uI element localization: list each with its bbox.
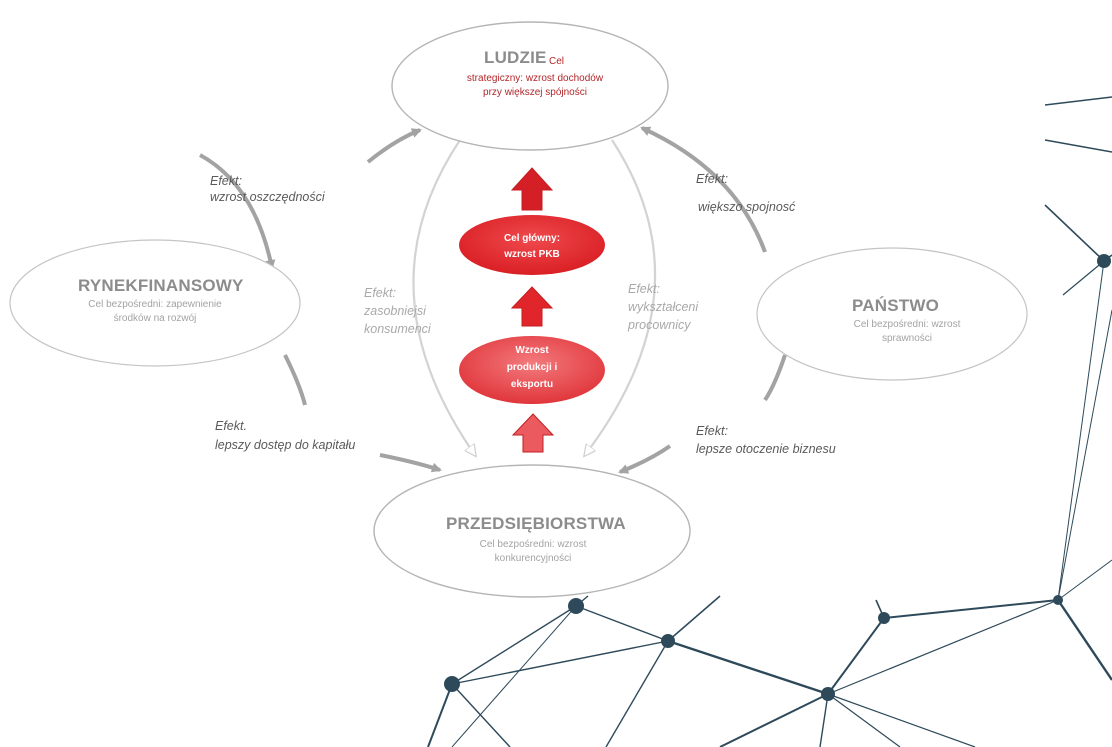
przedsiebiorstwa-title: PRZEDSIĘBIORSTWA [446,514,626,533]
effect-inner-right-label: Efekt: [628,282,660,296]
growth-ellipse [459,336,605,404]
effect-inner-left-line2: konsumenci [364,322,431,336]
node-panstwo [756,247,1028,381]
arrow-up-icon [510,167,554,211]
arrow-up-icon [510,286,554,327]
effect-bottom-left-label: Efekt. [215,419,247,433]
main-goal-line1: Cel główny: [503,233,561,244]
main-goal-line2: wzrost PKB [504,249,560,260]
effect-bottom-left-text: lepszy dostęp do kapitału [215,438,356,452]
effect-top-left-text: wzrost oszczędności [210,190,325,204]
effect-bottom-right-label: Efekt: [696,424,728,438]
effect-bottom-right-text: lepsze otoczenie biznesu [696,442,836,456]
outer-cycle-arrows [199,126,787,474]
effect-inner-left-label: Efekt: [364,286,396,300]
growth-line1: Wzrost [515,345,549,356]
node-przedsiebiorstwa [373,464,691,598]
rynek-goal-text: Cel bezpośredni: zapewnienie środków na … [88,299,222,324]
network-nodes [444,254,1111,701]
effect-inner-left-line1: zasobniejsi [364,304,426,318]
effect-top-left-label: Efekt: [210,174,242,188]
przedsiebiorstwa-goal-text: Cel bezpośredni: wzrost konkurencyjności [479,539,587,564]
ludzie-goal-text: strategiczny: wzrost dochodów przy więks… [466,73,604,98]
inner-cycle-arcs [412,139,657,455]
panstwo-title: PAŃSTWO [852,296,940,315]
ludzie-goal-word: Cel [549,56,565,67]
panstwo-goal-text: Cel bezpośredni: wzrost sprawności [853,319,961,344]
effect-top-right-label: Efekt: [696,172,728,186]
ludzie-title: LUDZIE [484,48,547,67]
node-rynek-finansowy [9,239,301,367]
rynek-title: RYNEKFINANSOWY [78,276,244,295]
effect-top-right-text: większo spojnosć [698,200,796,214]
main-goal-ellipse [459,215,605,275]
network-background [427,96,1112,747]
node-ludzie [391,21,669,151]
effect-inner-right-line2: procownicy [628,318,691,332]
red-arrows [510,167,555,453]
growth-line3: eksportu [510,379,554,390]
effect-inner-right-line1: wykształceni [628,300,699,314]
arrow-up-icon [511,413,555,453]
growth-line2: produkcji i [506,362,558,373]
